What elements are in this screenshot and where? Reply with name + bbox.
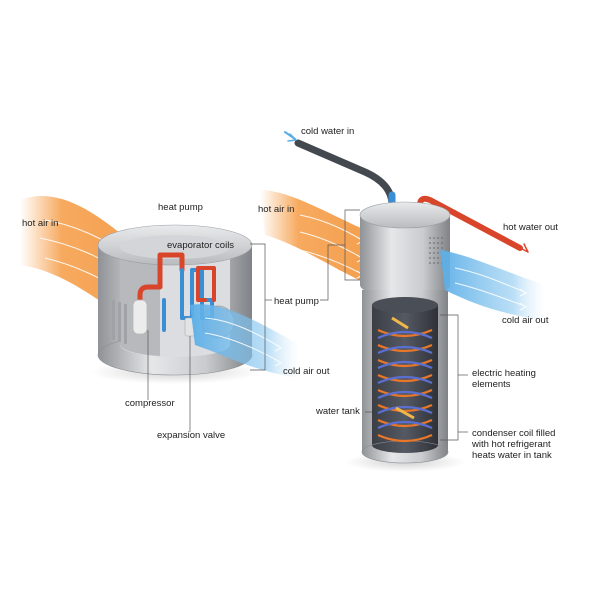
label-heat-pump-mid: heat pump [274,296,319,307]
label-condenser-coil: condenser coil filled with hot refrigera… [472,428,556,461]
condenser-coil [377,316,433,443]
label-hot-water-out: hot water out [503,222,558,233]
label-compressor: compressor [125,398,175,409]
label-hot-air-in-right: hot air in [258,204,295,215]
cold-air-stream-right [440,250,545,320]
leader-lines-right [320,209,468,441]
label-heat-pump-top: heat pump [158,202,203,213]
label-water-tank: water tank [316,406,360,417]
hot-air-stream-right [260,190,370,285]
refrigerant-pipes-left [132,252,216,337]
label-expansion-valve: expansion valve [157,430,226,441]
label-evaporator-coils: evaporator coils [167,240,235,251]
label-cold-air-out-left: cold air out [283,366,330,377]
label-cold-water-in: cold water in [301,126,355,137]
label-cold-air-out-right: cold air out [502,315,549,326]
leader-lines-left [147,243,272,432]
label-electric-heating-elements: electric heating elements [472,368,536,390]
label-hot-air-in-left: hot air in [22,218,59,229]
cold-air-stream-left [190,304,300,378]
